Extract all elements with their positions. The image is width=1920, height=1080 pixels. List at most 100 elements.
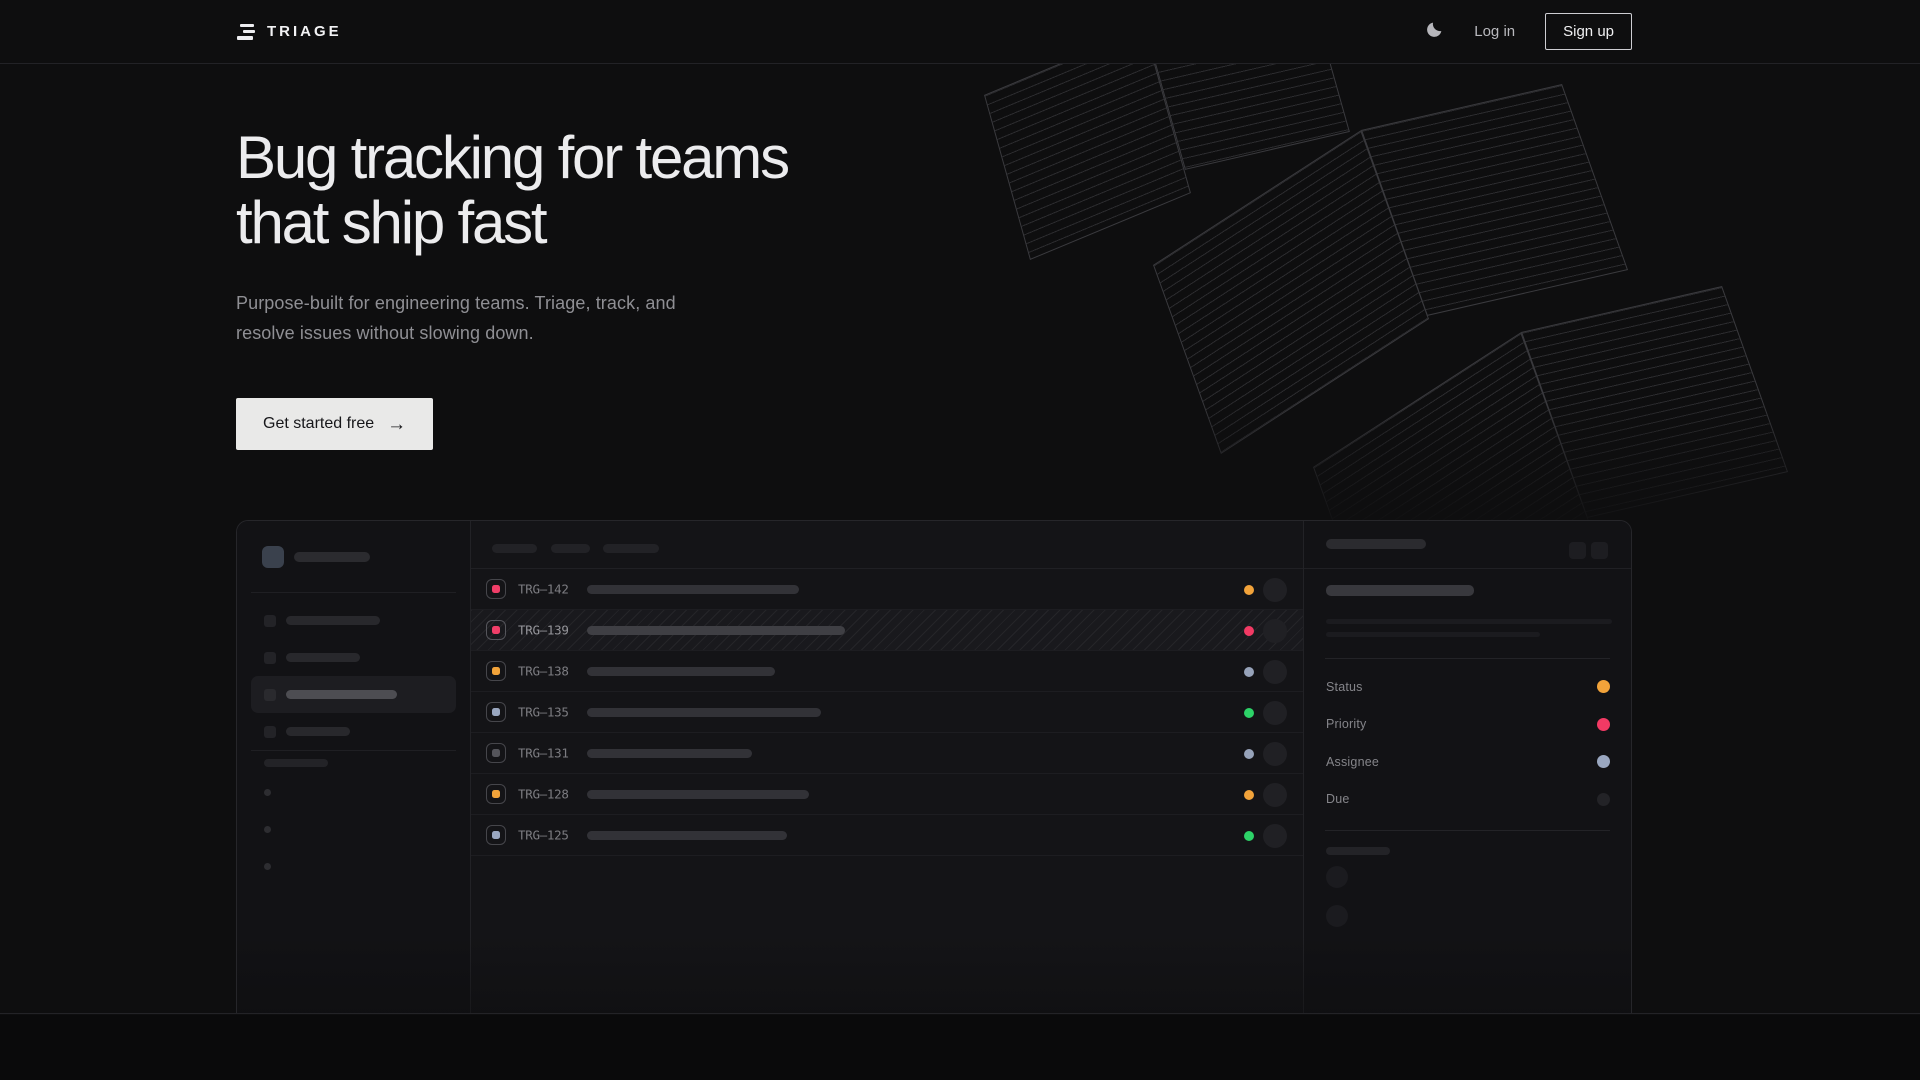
status-dot-icon [1244,830,1254,841]
issue-row: TRG–128 [471,774,1303,815]
navbar: TRIAGE Log in Sign up [0,0,1920,64]
detail-action-button-skeleton [1569,542,1586,559]
detail-title-skeleton [1326,585,1474,596]
sidebar-nav-icon [264,725,276,738]
issue-type-icon [486,661,506,681]
filter-pill-skeleton [492,544,537,553]
divider [1325,658,1610,659]
issue-type-icon [486,579,506,599]
issue-row: TRG–131 [471,733,1303,774]
issue-title-skeleton [587,667,775,676]
detail-header-skeleton [1326,539,1426,549]
hero-subtitle: Purpose-built for engineering teams. Tri… [236,293,676,344]
avatar [1326,866,1348,888]
sidebar-nav-label-skeleton [286,690,397,699]
moon-icon [1424,20,1444,43]
issue-type-icon [486,743,506,763]
issue-row: TRG–142 [471,569,1303,610]
list-header [471,521,1303,569]
sidebar-nav-icon [264,688,276,701]
activity-header-skeleton [1326,847,1390,855]
issue-title-skeleton [587,626,845,635]
section-header-skeleton [264,759,328,767]
wireframe-ribbon-panel [984,64,1191,261]
label-dot-icon [264,826,271,833]
issue-row: TRG–125 [471,815,1303,856]
detail-header [1304,521,1631,569]
field-value-dot-icon [1597,755,1610,769]
sidebar-nav-icon [264,614,276,627]
avatar [1263,782,1287,807]
issue-id: TRG–135 [518,704,569,720]
sidebar-nav-item [251,639,456,676]
detail-field-row: Due [1326,781,1610,819]
avatar [1263,700,1287,725]
issue-id: TRG–128 [518,786,569,802]
triage-logo-icon [236,23,256,40]
avatar [1326,905,1348,927]
footer [0,1015,1920,1080]
sidebar-nav-label-skeleton [286,727,350,736]
status-dot-icon [1244,666,1254,677]
avatar [1263,741,1287,766]
detail-field-row: Status [1326,668,1610,706]
navbar-actions: Log in Sign up [1424,13,1632,50]
divider [251,592,456,593]
logo[interactable]: TRIAGE [236,23,342,40]
issue-type-icon [486,702,506,722]
get-started-button[interactable]: Get started free → [236,398,434,450]
status-dot-icon [1244,789,1254,800]
avatar [1263,618,1287,643]
workspace-icon [262,546,284,568]
issue-row: TRG–138 [471,651,1303,692]
divider [251,750,456,751]
sidebar-nav-icon [264,651,276,664]
workspace-name-skeleton [294,552,370,562]
avatar [1263,659,1287,684]
arrow-right-icon: → [387,413,407,435]
issue-row: TRG–135 [471,692,1303,733]
issue-id: TRG–139 [518,622,569,638]
issue-id: TRG–138 [518,663,569,679]
cta-label: Get started free [263,415,375,432]
status-dot-icon [1244,707,1254,718]
detail-text-skeleton [1326,632,1540,637]
issue-rows: TRG–142 TRG–139 TRG–138 TRG–135 TRG–131 … [471,569,1303,856]
sidebar-nav-label-skeleton [286,616,380,625]
detail-field-row: Assignee [1326,743,1610,781]
status-dot-icon [1244,625,1254,636]
detail-fields: Status Priority Assignee Due [1326,668,1610,818]
filter-pill-skeleton [603,544,659,553]
sidebar-nav-item [251,676,456,713]
issue-id: TRG–131 [518,745,569,761]
issue-title-skeleton [587,708,821,717]
sidebar-nav-list [251,602,456,750]
sidebar-nav-item [251,602,456,639]
app-mockup: TRG–142 TRG–139 TRG–138 TRG–135 TRG–131 … [236,520,1632,1013]
signup-button[interactable]: Sign up [1545,13,1632,50]
mockup-issue-list: TRG–142 TRG–139 TRG–138 TRG–135 TRG–131 … [470,521,1304,1013]
filter-pill-skeleton [551,544,590,553]
field-value-dot-icon [1597,680,1610,694]
issue-id: TRG–125 [518,827,569,843]
issue-row: TRG–139 [471,610,1303,651]
navbar-inner: TRIAGE Log in Sign up [236,13,1632,50]
issue-title-skeleton [587,790,809,799]
divider [1325,830,1610,831]
issue-type-icon [486,784,506,804]
detail-action-button-skeleton [1591,542,1608,559]
status-dot-icon [1244,748,1254,759]
brand-name: TRIAGE [267,23,342,40]
field-label: Priority [1326,717,1367,732]
issue-title-skeleton [587,585,799,594]
label-dot-icon [264,789,271,796]
theme-toggle-button[interactable] [1424,20,1444,43]
sidebar-nav-item [251,713,456,750]
detail-text-skeleton [1326,619,1612,624]
avatar [1263,823,1287,848]
sidebar-nav-label-skeleton [286,653,360,662]
detail-field-row: Priority [1326,706,1610,744]
login-link[interactable]: Log in [1474,23,1516,40]
